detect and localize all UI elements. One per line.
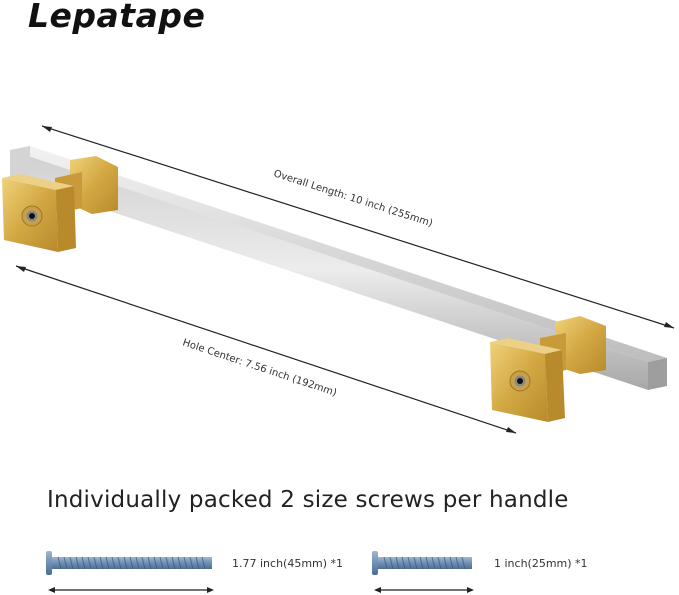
- brand-logo: Lepatape: [28, 0, 206, 35]
- hole-center-dimension: [15, 265, 517, 434]
- right-mount: [490, 316, 606, 422]
- overall-length-label: Overall Length: 10 inch (255mm): [272, 168, 434, 229]
- left-mount: [2, 156, 118, 252]
- hole-center-label: Hole Center: 7.56 inch (192mm): [181, 337, 338, 399]
- short-screw-icon: [372, 551, 474, 593]
- long-screw-label: 1.77 inch(45mm) *1: [232, 557, 344, 570]
- screws-headline: Individually packed 2 size screws per ha…: [47, 487, 569, 513]
- short-screw-label: 1 inch(25mm) *1: [494, 557, 588, 570]
- long-screw-icon: [46, 551, 214, 593]
- overall-length-dimension: [41, 125, 675, 329]
- handle-bar: [10, 146, 667, 390]
